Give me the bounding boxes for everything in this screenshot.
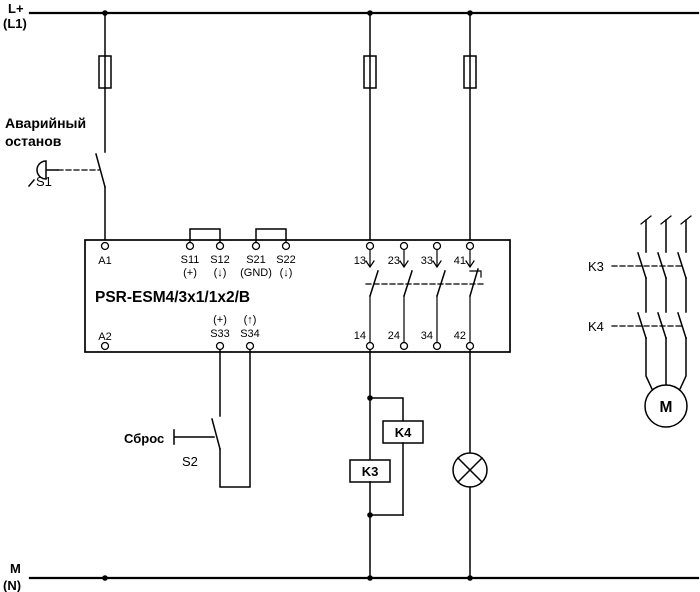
terminal-s34 (245, 341, 255, 351)
label-s22-sub: (↓) (280, 267, 293, 279)
terminal-41 (465, 241, 475, 251)
label-s11-sub: (+) (183, 267, 197, 279)
nc-contact-bar (469, 270, 482, 278)
label-a2: A2 (98, 331, 111, 343)
terminal-a1 (100, 241, 110, 251)
bottom-rail-label: M (10, 561, 21, 576)
terminal-24 (399, 341, 409, 351)
label-s12: S12 (210, 254, 230, 266)
k4-coil-label: K4 (395, 425, 412, 440)
contact-arrow-icon (465, 260, 475, 269)
terminal-13 (365, 241, 375, 251)
motor-power-circuit: K3 K4 M (588, 215, 692, 428)
label-42: 42 (454, 330, 466, 342)
terminal-s12 (215, 241, 225, 251)
terminal-42 (465, 341, 475, 351)
label-24: 24 (388, 330, 400, 342)
terminal-s33 (215, 341, 225, 351)
estop-mushroom-icon (27, 160, 59, 188)
terminal-a2 (100, 341, 110, 351)
label-33: 33 (421, 255, 433, 267)
s2-contact-blade (211, 418, 221, 450)
contact-blade-33-34 (436, 270, 446, 297)
contact-arrow-icon (399, 260, 409, 269)
label-s21: S21 (246, 254, 266, 266)
contact-arrow-icon (365, 260, 375, 269)
label-13: 13 (354, 255, 366, 267)
label-s12-sub: (↓) (214, 267, 227, 279)
label-s34-sub: (↑) (244, 314, 257, 326)
relay-title: PSR-ESM4/3x1/1x2/B (95, 289, 250, 306)
label-a1: A1 (98, 255, 111, 267)
label-s21-sub: (GND) (240, 267, 272, 279)
contact-blade-23-24 (403, 270, 413, 297)
relay-internal-contacts (365, 249, 484, 343)
label-23: 23 (388, 255, 400, 267)
contact-blade-13-14 (369, 270, 379, 297)
junction-dot (367, 512, 373, 518)
estop-label-line2: останов (5, 133, 62, 149)
motor-letter: M (660, 399, 673, 416)
k4-contact-blade (677, 312, 687, 339)
terminal-33 (432, 241, 442, 251)
s1-contact-blade (95, 153, 106, 188)
estop-label-line1: Аварийный (5, 115, 86, 131)
label-s33-sub: (+) (213, 314, 227, 326)
fuse-icon (463, 55, 477, 89)
top-rail-sublabel: (L1) (3, 16, 27, 31)
contact-arrow-icon (432, 260, 442, 269)
phase-wire-to-motor (645, 337, 653, 390)
top-rail-label: L+ (8, 1, 24, 16)
k3-contact-blade (637, 252, 647, 279)
terminal-s21 (251, 241, 261, 251)
label-s22: S22 (276, 254, 296, 266)
phase-wire-to-motor (679, 337, 687, 390)
contact-blade-41-42 (469, 268, 479, 297)
reset-loop-wire (219, 349, 251, 488)
junction-dot (367, 395, 373, 401)
motor-icon (644, 384, 688, 428)
label-s34: S34 (240, 328, 260, 340)
terminal-s11 (185, 241, 195, 251)
terminal-s22 (281, 241, 291, 251)
terminal-14 (365, 341, 375, 351)
terminal-23 (399, 241, 409, 251)
s2-pushbutton-actuator-icon (173, 429, 215, 445)
k3-contact-blade (677, 252, 687, 279)
label-s33: S33 (210, 328, 230, 340)
label-41: 41 (454, 255, 466, 267)
terminal-34 (432, 341, 442, 351)
junction-dot (102, 575, 108, 581)
k4-contact-blade (637, 312, 647, 339)
k3-coil-label: K3 (362, 464, 379, 479)
reset-label: Сброс (124, 431, 164, 446)
bottom-rail-sublabel: (N) (3, 578, 21, 592)
lamp-cross-icon (456, 456, 484, 484)
jumper-s11-s12 (189, 228, 221, 243)
k4-contacts-label: K4 (588, 319, 604, 334)
k3-contacts-label: K3 (588, 259, 604, 274)
reset-ref: S2 (182, 454, 198, 469)
fuse-icon (98, 55, 112, 89)
safety-relay-body (84, 239, 511, 353)
jumper-s21-s22 (255, 228, 287, 243)
label-s11: S11 (181, 254, 200, 266)
label-34: 34 (421, 330, 433, 342)
fuse-icon (363, 55, 377, 89)
estop-ref: S1 (36, 174, 52, 189)
k4-branch-wire (369, 397, 404, 422)
label-14: 14 (354, 330, 366, 342)
